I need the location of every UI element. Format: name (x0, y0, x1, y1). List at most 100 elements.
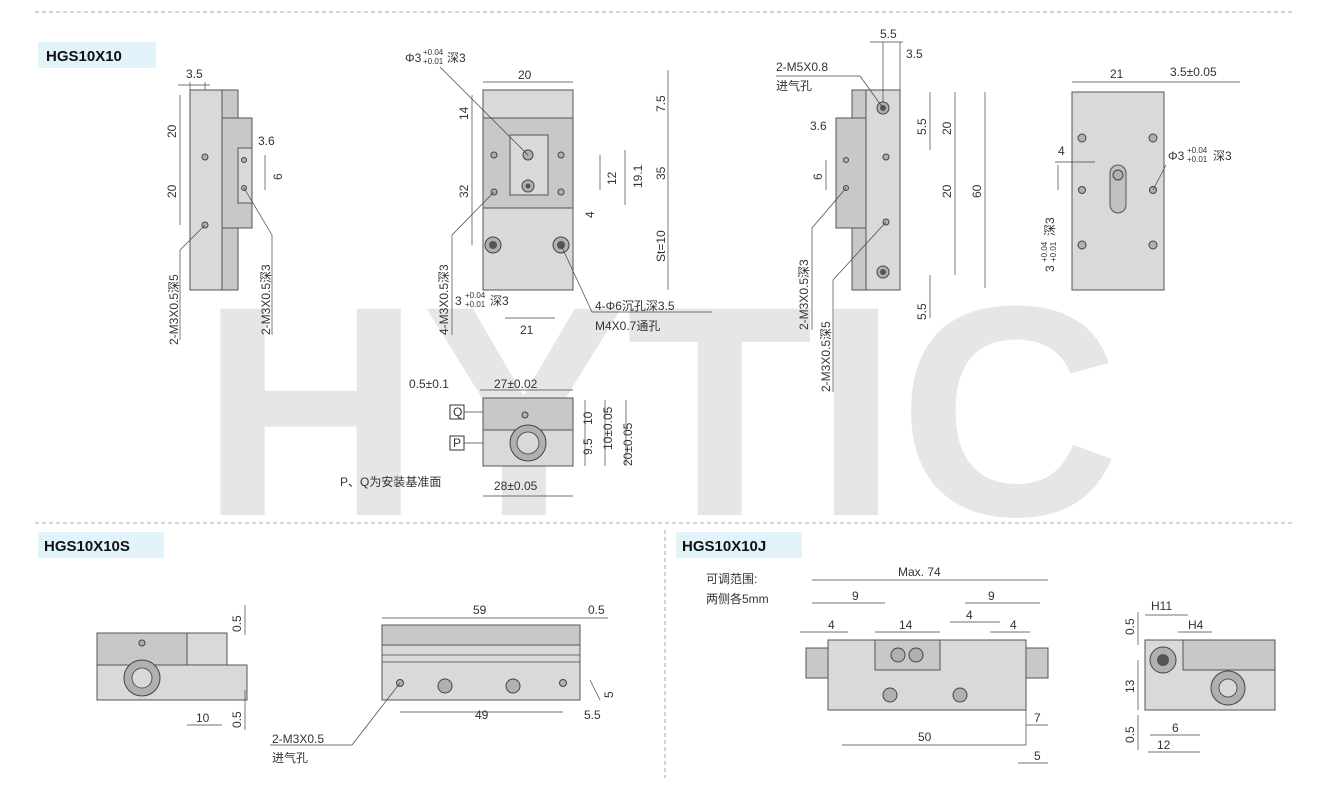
j-dim-4-mid: 4 (966, 608, 973, 622)
title-main: HGS10X10 (46, 48, 122, 65)
s-variant-views: 0.5 0.5 10 59 0.5 5 49 5.5 2-M3X0.5 进气孔 (96, 603, 616, 765)
dim-21: 21 (1110, 67, 1124, 81)
j-dim-h4: H4 (1188, 618, 1204, 632)
dim-4: 4 (583, 211, 597, 218)
j-dim-h11: H11 (1151, 599, 1172, 613)
j-dim-13: 13 (1123, 679, 1137, 693)
j-variant-views: 可调范围: 两侧各5mm Max. 74 9 9 4 14 4 4 7 50 5 (706, 565, 1276, 764)
dim-28: 28±0.05 (494, 479, 538, 493)
s-dim-0-5-bottom: 0.5 (230, 711, 244, 728)
dim-14: 14 (457, 106, 471, 120)
hole-tol-upper: +0.04 (1187, 146, 1208, 155)
title-badge-main: HGS10X10 (38, 42, 156, 68)
j-dim-0-5-top: 0.5 (1123, 618, 1137, 635)
title-badge-s-variant: HGS10X10S (38, 532, 164, 558)
dim-5-5-mid: 5.5 (915, 118, 929, 135)
hole-depth: 深3 (1213, 149, 1232, 163)
view-3-top-view: 0.5±0.1 27±0.02 Q P 10 9.5 10±0.05 20±0.… (340, 377, 635, 497)
j-adjust-line-2: 两侧各5mm (706, 591, 769, 606)
hole-top-dia: Φ3 (405, 51, 422, 65)
s-mount-hole (437, 678, 453, 694)
j-dim-4-right: 4 (1010, 618, 1017, 632)
dim-stroke: St=10 (654, 230, 668, 262)
tap-hole (490, 151, 498, 159)
j-dim-6: 6 (1172, 721, 1179, 735)
dim-20-lower: 20 (940, 184, 954, 198)
dim-7-5: 7.5 (654, 95, 668, 112)
side-hole-tol-upper: +0.04 (1040, 241, 1049, 262)
view-5-back-view: 21 3.5±0.05 4 Φ3 +0.04 +0.01 深3 3 +0.04 … (1040, 65, 1240, 291)
dim-20-lower: 20 (165, 184, 179, 198)
s-dim-59: 59 (473, 603, 487, 617)
s-air-port (559, 679, 567, 687)
dim-6: 6 (811, 173, 825, 180)
dim-60: 60 (970, 184, 984, 198)
tap-hole (557, 188, 565, 196)
s-dim-49: 49 (475, 708, 489, 722)
s-port-label: 进气孔 (272, 750, 308, 765)
view-1-side-view: 3.5 20 20 3.6 6 2-M3X0.5深5 2-M3X0.5深3 (165, 67, 285, 345)
tap-hole (1148, 240, 1158, 250)
dim-9-5: 9.5 (581, 438, 595, 455)
side-hole-dia: 3 (1043, 265, 1057, 272)
j-finger (874, 639, 941, 671)
j-mount-hole (952, 687, 968, 703)
tap-hole (557, 151, 565, 159)
note-4-tap: 4-M3X0.5深3 (437, 264, 451, 335)
dim-3-5: 3.5 (906, 47, 923, 61)
s-dim-0-5-top: 0.5 (230, 615, 244, 632)
port-spec: 2-M5X0.8 (776, 60, 828, 74)
datum-q: Q (453, 405, 462, 419)
note-tap-depth-3: 2-M3X0.5深3 (797, 259, 811, 330)
j-dim-9-right: 9 (988, 589, 995, 603)
tap-hole (1148, 133, 1158, 143)
s-dim-5-5: 5.5 (584, 708, 601, 722)
note-tap-depth-5: 2-M3X0.5深5 (819, 321, 833, 392)
s-dim-0-5-right: 0.5 (588, 603, 605, 617)
dim-5-5-bottom: 5.5 (915, 303, 929, 320)
j-adjust-line-1: 可调范围: (706, 572, 757, 586)
dim-19-1: 19.1 (631, 164, 645, 188)
j-dim-0-5-bottom: 0.5 (1123, 726, 1137, 743)
view-2-front-view: 20 Φ3 +0.04 +0.01 深3 7.5 35 St=10 14 32 … (405, 48, 712, 337)
watermark-text: HYTIC (200, 243, 1120, 579)
note-datum: P、Q为安装基准面 (340, 474, 441, 489)
j-mount-hole (882, 687, 898, 703)
note-counterbore: 4-Φ6沉孔深3.5 (595, 299, 675, 313)
note-thru-hole: M4X0.7通孔 (595, 319, 660, 333)
j-dim-12: 12 (1157, 738, 1171, 752)
dim-3-5: 3.5 (186, 67, 203, 81)
finger-block (835, 117, 867, 229)
title-badge-j-variant: HGS10X10J (676, 532, 802, 558)
j-dim-7: 7 (1034, 711, 1041, 725)
hole-tol-lower: +0.01 (1187, 155, 1208, 164)
side-hole-tol-lower: +0.01 (1049, 241, 1058, 262)
view-4-side-view: 5.5 3.5 2-M5X0.8 进气孔 3.6 5.5 20 20 60 6 … (776, 27, 986, 392)
dim-3-6: 3.6 (258, 134, 275, 148)
j-dim-50: 50 (918, 730, 932, 744)
note-tap-depth-5: 2-M3X0.5深5 (167, 274, 181, 345)
locating-hole (1078, 186, 1086, 194)
dim-27: 27±0.02 (494, 377, 538, 391)
dim-20-tol: 20±0.05 (621, 422, 635, 466)
j-dim-4-left: 4 (828, 618, 835, 632)
j-adjust-screw-right (1025, 647, 1049, 679)
dim-5-5-top: 5.5 (880, 27, 897, 41)
s-port-spec: 2-M3X0.5 (272, 732, 324, 746)
note-tap-depth-3: 2-M3X0.5深3 (259, 264, 273, 335)
j-dim-9-left: 9 (852, 589, 859, 603)
s-base (96, 664, 248, 701)
hole-top-tol-lower: +0.01 (423, 57, 444, 66)
dim-3-6: 3.6 (810, 119, 827, 133)
side-hole-depth: 深3 (1043, 217, 1057, 236)
tap-hole (1077, 133, 1087, 143)
hole-dia: Φ3 (1168, 149, 1185, 163)
title-s-variant: HGS10X10S (44, 538, 130, 555)
hole-bot-depth: 深3 (490, 294, 509, 308)
hole-top-depth: 深3 (447, 51, 466, 65)
dim-12: 12 (605, 171, 619, 185)
dim-20: 20 (518, 68, 532, 82)
tap-hole (201, 153, 209, 161)
dim-20-upper: 20 (940, 121, 954, 135)
